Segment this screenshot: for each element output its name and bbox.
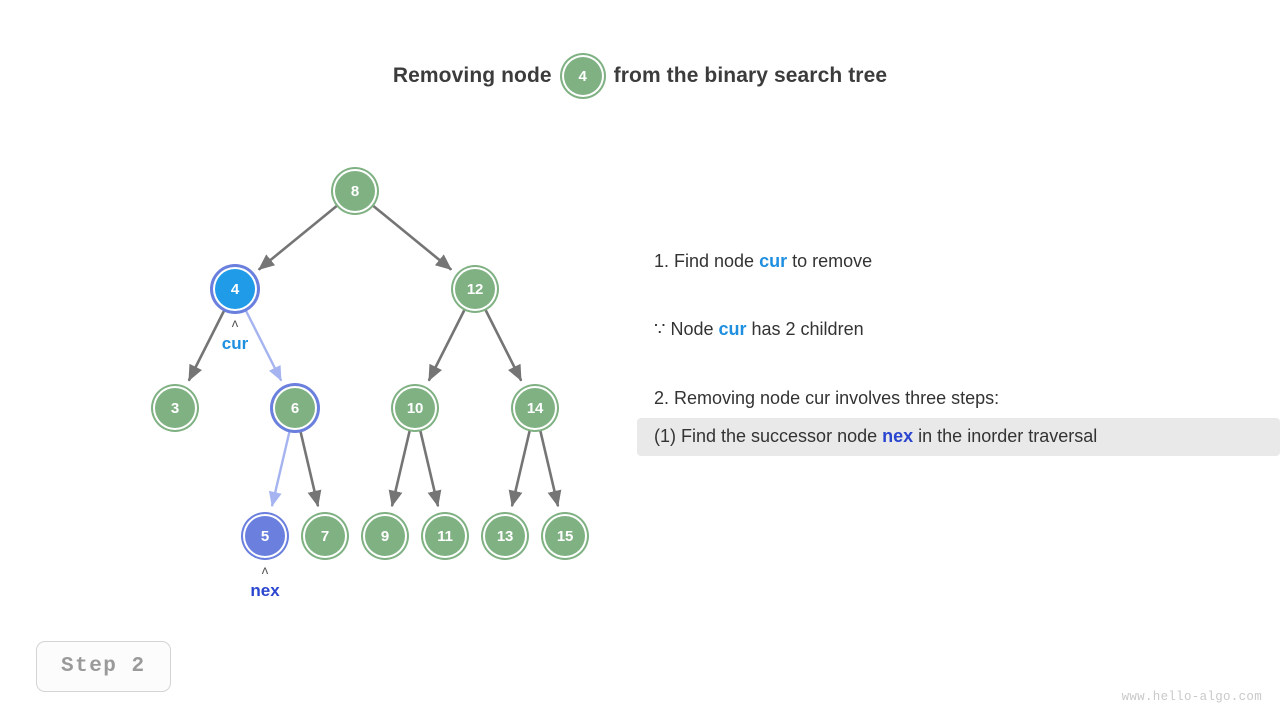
tree-node-5: 5 xyxy=(243,514,287,558)
note-find-cur: 1. Find node cur to remove xyxy=(637,245,1280,277)
tree-node-12: 12 xyxy=(453,267,497,311)
tree-node-9: 9 xyxy=(363,514,407,558)
tree-node-3: 3 xyxy=(153,386,197,430)
tree-node-7: 7 xyxy=(303,514,347,558)
tree-node-14: 14 xyxy=(513,386,557,430)
tree-node-11: 11 xyxy=(423,514,467,558)
note-text: in the inorder traversal xyxy=(913,425,1098,446)
watermark: www.hello-algo.com xyxy=(1121,690,1262,704)
pointer-caret-icon: ʌ xyxy=(261,564,269,578)
keyword-cur: cur xyxy=(759,251,788,271)
tree-node-6: 6 xyxy=(273,386,317,430)
note-step-one: (1) Find the successor node nex in the i… xyxy=(637,417,1280,457)
note-text: has 2 children xyxy=(746,319,864,340)
note-three-steps: 2. Removing node cur involves three step… xyxy=(637,382,1280,414)
pointer-label-nex: ʌ nex xyxy=(250,565,279,599)
tree-node-15: 15 xyxy=(543,514,587,558)
pointer-caret-icon: ʌ xyxy=(231,317,239,331)
step-badge: Step 2 xyxy=(36,641,171,692)
page-title: Removing node 4 from the binary search t… xyxy=(0,55,1280,97)
pointer-name-cur: cur xyxy=(221,334,249,353)
tree-node-10: 10 xyxy=(393,386,437,430)
note-text: 1. Find node xyxy=(654,251,760,271)
explanation-notes: 1. Find node cur to remove ∵ Node cur has… xyxy=(637,245,1280,457)
pointer-label-cur: ʌ cur xyxy=(222,318,248,352)
keyword-cur: cur xyxy=(718,319,747,340)
title-text-before: Removing node xyxy=(392,64,552,87)
note-text: (1) Find the successor node xyxy=(654,425,883,446)
note-text: to remove xyxy=(787,251,873,271)
tree-node-8: 8 xyxy=(333,169,377,213)
pointer-name-nex: nex xyxy=(250,581,280,600)
note-text: 2. Removing node cur involves three step… xyxy=(654,387,1000,408)
note-text: ∵ Node xyxy=(654,319,719,340)
tree-node-4: 4 xyxy=(213,267,257,311)
keyword-nex: nex xyxy=(882,425,914,446)
tree-node-13: 13 xyxy=(483,514,527,558)
title-text-after: from the binary search tree xyxy=(613,64,888,87)
note-two-children: ∵ Node cur has 2 children xyxy=(637,313,1280,345)
title-node-badge: 4 xyxy=(561,55,604,97)
